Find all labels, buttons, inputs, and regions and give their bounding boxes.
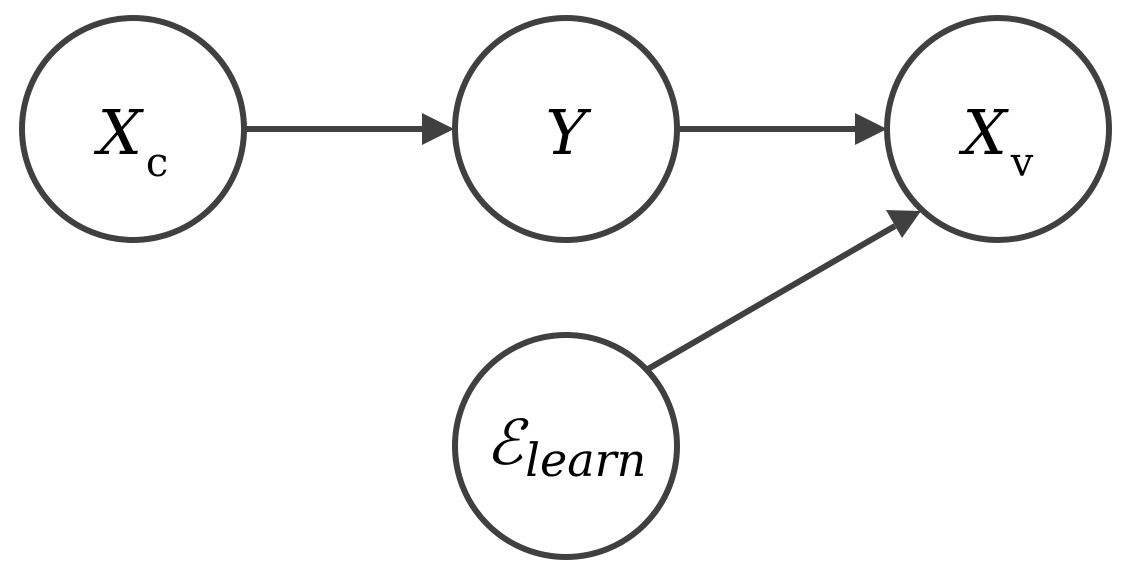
node-eps-main: ℰ bbox=[486, 406, 529, 479]
node-y-main: Y bbox=[546, 96, 592, 169]
node-eps-sub: learn bbox=[525, 433, 646, 487]
edge-y-to-xv bbox=[679, 113, 887, 145]
node-xv-main: X bbox=[959, 96, 1010, 169]
node-xc-main: X bbox=[94, 96, 145, 169]
edge-eps-to-xv bbox=[646, 210, 921, 372]
node-y: Y bbox=[452, 15, 680, 243]
node-xv-sub: v bbox=[1010, 140, 1034, 186]
arrowhead-xc-to-y bbox=[422, 113, 454, 145]
node-xc-circle bbox=[19, 15, 247, 243]
edge-xc-to-y bbox=[246, 113, 454, 145]
arrowhead-y-to-xv bbox=[855, 113, 887, 145]
node-eps-circle bbox=[452, 332, 680, 560]
node-eps-label: ℰlearn bbox=[486, 406, 647, 487]
node-y-label: Y bbox=[546, 96, 592, 169]
node-eps: ℰlearn bbox=[452, 332, 680, 560]
node-y-circle bbox=[452, 15, 680, 243]
arrowhead-eps-to-xv bbox=[886, 210, 921, 238]
node-xc-sub: c bbox=[146, 140, 168, 186]
node-xv-circle bbox=[884, 15, 1112, 243]
